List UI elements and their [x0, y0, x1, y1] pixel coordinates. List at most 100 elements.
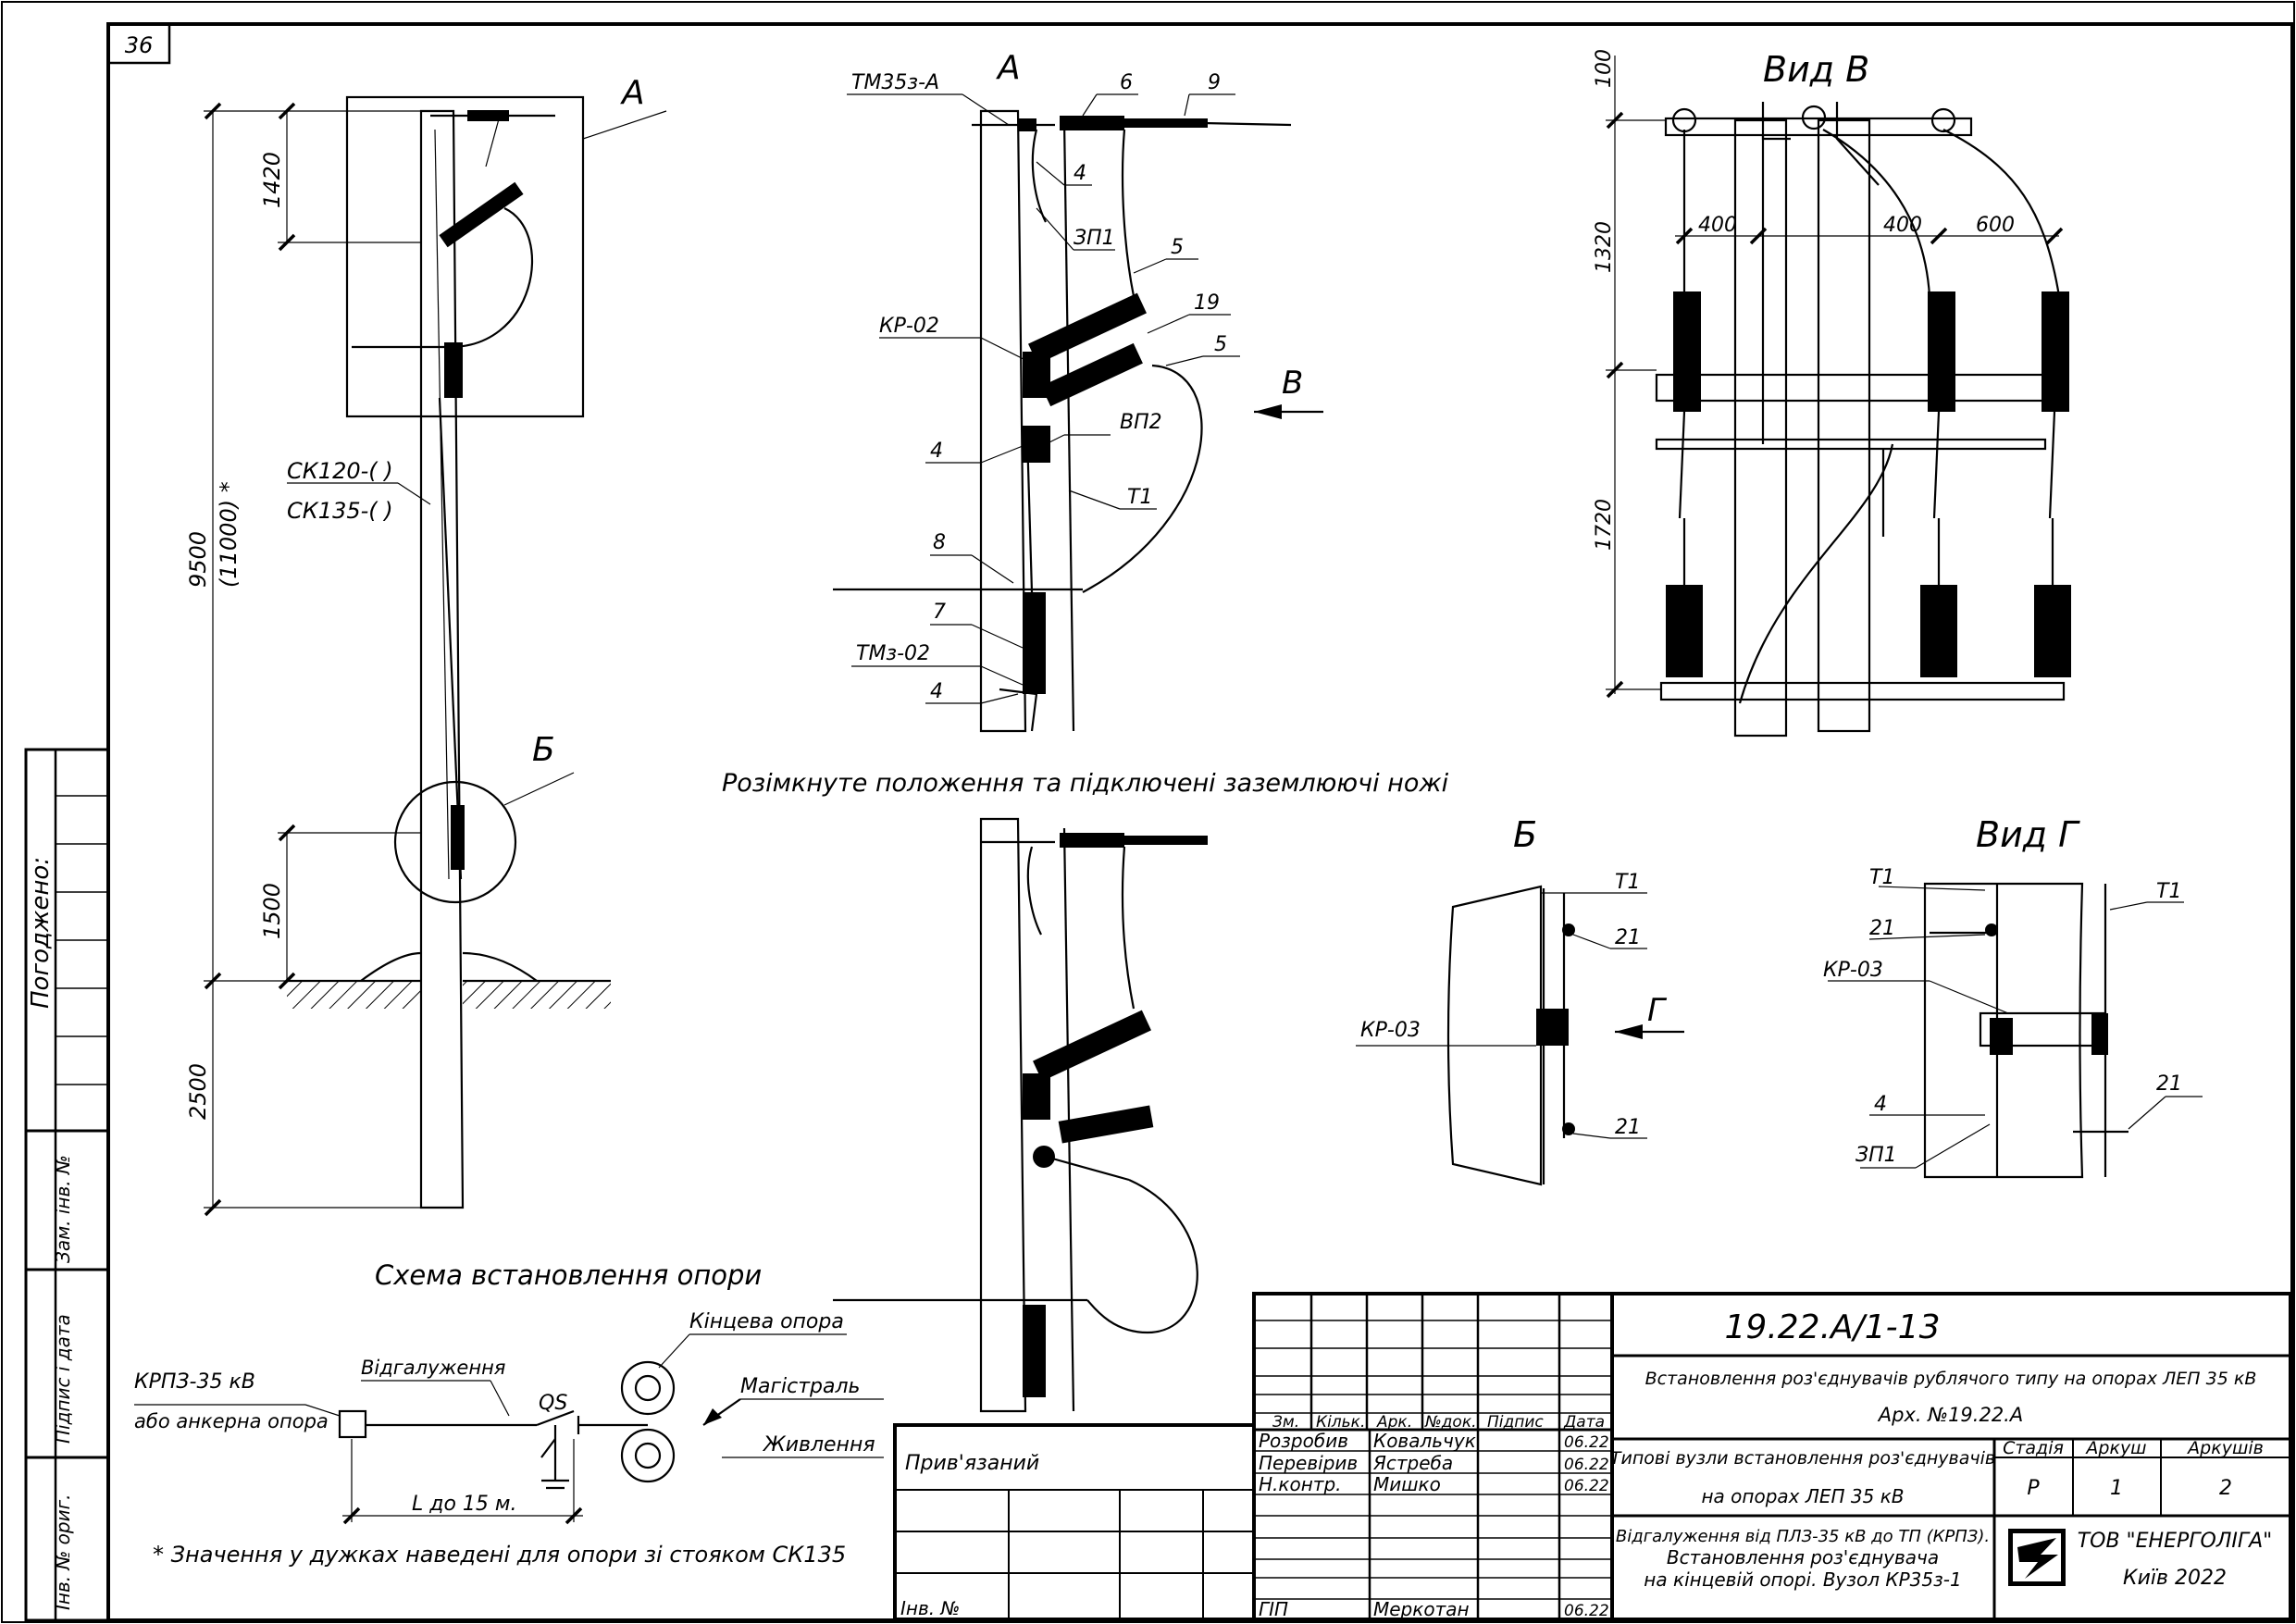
tb-sheet: 1: [2110, 1477, 2123, 1500]
label-kr02: КР-02: [879, 315, 939, 338]
callout-a: А: [620, 74, 645, 112]
view-b-title: Вид В: [1763, 49, 1869, 90]
dim-11000: (11000) *: [216, 481, 242, 588]
dim-2500: 2500: [185, 1063, 211, 1120]
tb-col-zm: Зм.: [1272, 1413, 1299, 1432]
view-g-t1-left: Т1: [1869, 866, 1894, 889]
tb-sheets: 2: [2219, 1477, 2232, 1500]
scheme-title: Схема встановлення опори: [375, 1259, 762, 1291]
label-4-mid: 4: [930, 440, 943, 463]
view-g-title: Вид Г: [1976, 814, 2080, 855]
tb-date-1: 06.22: [1564, 1433, 1609, 1452]
dim-400-right: 400: [1883, 214, 1922, 237]
dim-1500: 1500: [259, 883, 285, 939]
dim-1320: 1320: [1593, 221, 1616, 273]
label-4-bottom: 4: [930, 680, 943, 703]
label-4-top: 4: [1074, 162, 1086, 185]
tb-date-3: 06.22: [1564, 1477, 1609, 1495]
tb-col-kilk: Кільк.: [1316, 1413, 1365, 1432]
scheme-length: L до 15 м.: [412, 1493, 517, 1516]
scheme-end-pole: Кінцева опора: [689, 1310, 844, 1333]
pole-label-sk120: СК120-( ): [287, 458, 393, 484]
tb-col-ndok: №док.: [1424, 1413, 1477, 1432]
detail-a-view: ТМ35з-А 6 9 4 ЗП1 5 КР-02 19 5 В ВП2 4 Т…: [722, 49, 1449, 798]
scheme-note: * Значення у дужках наведені для опори з…: [153, 1542, 846, 1568]
view-g-zp1: ЗП1: [1855, 1144, 1897, 1167]
view-g-21-bottom: 21: [2156, 1072, 2182, 1096]
title-block: Прив'язаний Інв. № Зм. Кільк. Арк. №док.…: [893, 1292, 2292, 1621]
side-stamp: Погоджено: Зам. інв. № Підпис і дата Інв…: [24, 748, 110, 1622]
tb-name-1: Ковальчук: [1373, 1430, 1476, 1452]
view-g-kr03: КР-03: [1823, 959, 1883, 982]
tb-stage-header: Стадія: [2003, 1438, 2064, 1458]
tb-date-2: 06.22: [1564, 1456, 1609, 1474]
label-5-top: 5: [1171, 236, 1184, 259]
tb-col-ark: Арк.: [1376, 1413, 1412, 1432]
tb-role-1: Розробив: [1259, 1430, 1348, 1452]
tb-title-1: Встановлення роз'єднувачів рублячого тип…: [1645, 1369, 2257, 1389]
arrow-g-label: Г: [1647, 992, 1668, 1029]
stamp-inv-orig: Інв. № ориг.: [52, 1494, 74, 1610]
tb-name-4: Меркотан: [1373, 1598, 1470, 1620]
label-zp1: ЗП1: [1074, 227, 1115, 250]
connection-scheme: КРПЗ-35 кВ або анкерна опора Відгалуженн…: [134, 1310, 884, 1568]
view-g-21-top: 21: [1869, 917, 1895, 940]
tb-stage: Р: [2027, 1477, 2040, 1500]
detail-b-21-bottom: 21: [1615, 1116, 1641, 1139]
label-vp2: ВП2: [1120, 411, 1162, 434]
detail-b-title: Б: [1513, 814, 1537, 855]
view-g-t1-right: Т1: [2156, 880, 2181, 903]
dim-1420: 1420: [259, 152, 285, 208]
tb-sheet-header: Аркуш: [2084, 1438, 2146, 1458]
open-caption: Розімкнуте положення та підключені зазем…: [722, 769, 1449, 798]
detail-b-view: Б Т1 21 КР-03 Г 21: [1356, 814, 1684, 1186]
tb-desc-1: Типові вузли встановлення роз'єднувачів: [1610, 1448, 1995, 1469]
tb-date-4: 06.22: [1564, 1602, 1609, 1620]
tb-desc-2: на опорах ЛЕП 35 кВ: [1701, 1485, 1904, 1507]
scheme-qs: QS: [539, 1392, 567, 1415]
label-7: 7: [933, 601, 946, 624]
tb-desc-3: Відгалуження від ПЛЗ-35 кВ до ТП (КРПЗ).: [1616, 1527, 1990, 1546]
scheme-anchor: або анкерна опора: [134, 1410, 329, 1432]
view-g-4: 4: [1874, 1093, 1887, 1116]
tb-role-4: ГІП: [1259, 1598, 1288, 1620]
dim-600: 600: [1976, 214, 2015, 237]
view-g: Вид Г Т1 Т1 21 КР-03 4 21 ЗП1: [1823, 814, 2203, 1179]
tb-sheets-header: Аркушів: [2186, 1438, 2264, 1458]
tb-col-pidpys: Підпис: [1487, 1413, 1544, 1432]
detail-b-21-top: 21: [1615, 926, 1641, 949]
stamp-sign-date: Підпис і дата: [52, 1314, 74, 1444]
tb-company: ТОВ "ЕНЕРГОЛІГА": [2078, 1530, 2273, 1553]
label-19: 19: [1194, 291, 1220, 315]
label-8: 8: [933, 531, 946, 554]
tb-city: Київ 2022: [2123, 1567, 2227, 1590]
tb-code: 19.22.А/1-13: [1725, 1308, 1941, 1346]
dim-100: 100: [1593, 49, 1616, 88]
tb-name-3: Мишко: [1373, 1473, 1441, 1495]
detail-b-t1: Т1: [1615, 871, 1640, 894]
company-logo: [2008, 1529, 2066, 1586]
label-6: 6: [1120, 71, 1133, 94]
tb-title-2: Арх. №19.22.А: [1877, 1404, 2023, 1426]
scheme-supply: Живлення: [762, 1433, 875, 1457]
detail-b-kr03: КР-03: [1360, 1019, 1421, 1042]
arrow-b-label: В: [1282, 365, 1303, 402]
tb-name-2: Ястреба: [1372, 1452, 1453, 1474]
dim-9500: 9500: [185, 531, 211, 588]
detail-a-open-view: [833, 817, 1208, 1413]
callout-b: Б: [532, 731, 555, 769]
label-t1: Т1: [1127, 486, 1152, 509]
scheme-mainline: Магістраль: [740, 1375, 861, 1398]
view-b: Вид В 100 1320 1720 400 400 600: [1593, 49, 2071, 738]
label-tmz02: ТМз-02: [856, 642, 930, 665]
dim-400-left: 400: [1698, 214, 1737, 237]
label-tm35z-a: ТМ35з-А: [851, 71, 939, 94]
dim-1720: 1720: [1593, 499, 1616, 551]
stamp-agreed: Погоджено:: [27, 857, 55, 1009]
scheme-krpz: КРПЗ-35 кВ: [134, 1370, 255, 1394]
tb-bound: Прив'язаний: [905, 1452, 1039, 1475]
tb-desc-5: на кінцевій опорі. Вузол КР35з-1: [1644, 1568, 1961, 1591]
label-5-mid: 5: [1214, 333, 1227, 356]
label-9: 9: [1208, 71, 1221, 94]
